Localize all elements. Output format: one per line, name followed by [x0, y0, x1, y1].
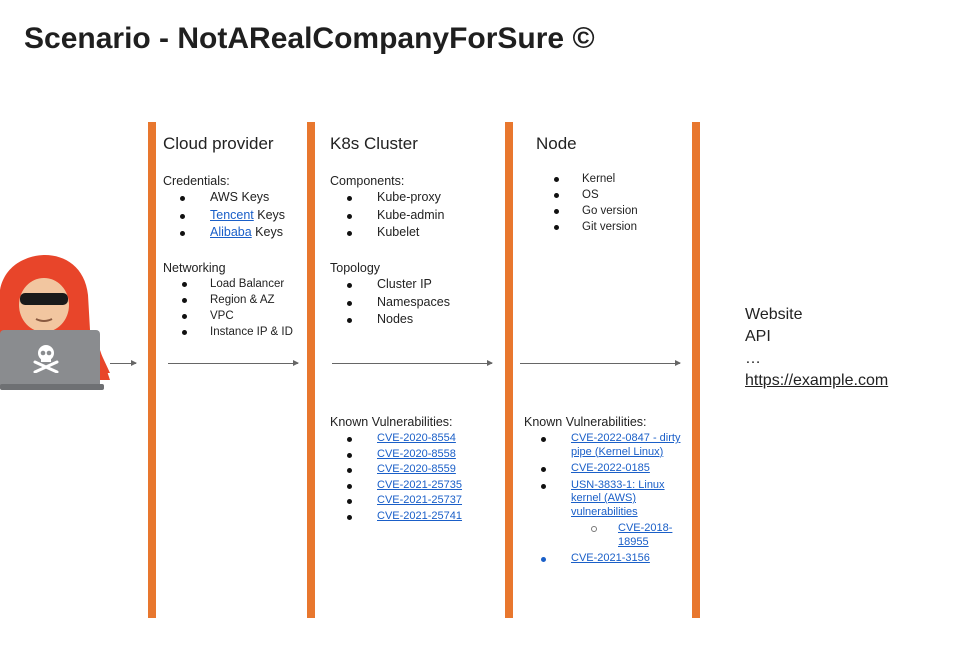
components-label: Components:: [330, 174, 405, 188]
cve-link[interactable]: CVE-2021-25741: [377, 509, 463, 522]
topology-label: Topology: [330, 261, 381, 275]
target-ellipsis: …: [745, 350, 761, 367]
divider-bar-4: [692, 122, 700, 618]
arrow-node-to-target: [520, 360, 681, 366]
list-item: CVE-2021-25735: [330, 478, 462, 494]
topology-list: Cluster IP Namespaces Nodes: [330, 276, 450, 329]
list-item: Alibaba Keys: [163, 224, 285, 242]
alibaba-link[interactable]: Alibaba: [210, 225, 252, 239]
k8s-cluster-title: K8s Cluster: [330, 134, 418, 153]
usn-link[interactable]: USN-3833-1: Linux kernel (AWS) vulnerabi…: [571, 478, 665, 518]
list-item: Go version: [552, 203, 638, 219]
node-vulns-list: CVE-2022-0847 - dirty pipe (Kernel Linux…: [524, 432, 690, 569]
cve-link[interactable]: CVE-2018-18955: [618, 522, 673, 548]
list-item: CVE-2020-8558: [330, 447, 462, 463]
tencent-link[interactable]: Tencent: [210, 207, 254, 222]
components-list: Kube-proxy Kube-admin Kubelet: [330, 189, 444, 242]
slide-title: Scenario - NotARealCompanyForSure ©: [24, 22, 595, 55]
cve-link[interactable]: CVE-2020-8558: [377, 447, 456, 460]
cve-link[interactable]: CVE-2021-25735: [377, 478, 463, 491]
node-title: Node: [536, 134, 577, 153]
list-item: CVE-2021-3156: [524, 552, 690, 566]
example-url-link[interactable]: https://example.com: [745, 372, 889, 389]
list-item: USN-3833-1: Linux kernel (AWS) vulnerabi…: [524, 479, 690, 520]
target-api: API: [745, 328, 771, 345]
cve-link[interactable]: CVE-2020-8559: [377, 463, 456, 475]
list-item: Region & AZ: [180, 292, 293, 308]
cve-link[interactable]: CVE-2020-8554: [377, 432, 456, 444]
list-item: CVE-2021-25737: [330, 493, 462, 509]
list-item: Nodes: [330, 311, 450, 329]
divider-bar-2: [307, 122, 315, 618]
list-item: CVE-2020-8559: [330, 462, 462, 478]
divider-bar-3: [505, 122, 513, 618]
cloud-provider-title: Cloud provider: [163, 134, 274, 153]
arrow-hacker-to-cloud: [110, 360, 137, 366]
arrow-k8s-to-node: [332, 360, 493, 366]
cve-link[interactable]: CVE-2022-0847 - dirty pipe (Kernel Linux…: [571, 432, 681, 458]
list-item: Kube-proxy: [330, 189, 444, 207]
node-vulns-label: Known Vulnerabilities:: [524, 415, 647, 429]
node-list: Kernel OS Go version Git version: [552, 171, 638, 235]
list-item: Git version: [552, 219, 638, 235]
target-website: Website: [745, 306, 803, 323]
credentials-list: AWS Keys Tencent Keys Alibaba Keys: [163, 189, 285, 242]
list-item: VPC: [180, 308, 293, 324]
list-item: AWS Keys: [163, 189, 285, 207]
list-item: Tencent Keys: [163, 207, 285, 225]
skull-crossbones-icon: [33, 345, 59, 373]
list-item: Namespaces: [330, 294, 450, 312]
list-item: CVE-2021-25741: [330, 509, 462, 525]
list-item: Kube-admin: [330, 207, 444, 225]
cve-link[interactable]: CVE-2022-0185: [571, 462, 650, 474]
networking-label: Networking: [163, 261, 226, 275]
cve-link[interactable]: CVE-2021-3156: [571, 552, 650, 564]
list-item: CVE-2020-8554: [330, 431, 462, 447]
credentials-label: Credentials:: [163, 174, 230, 188]
k8s-vulns-label: Known Vulnerabilities:: [330, 415, 453, 429]
arrow-cloud-to-k8s: [168, 360, 299, 366]
list-item: Instance IP & ID: [180, 324, 293, 340]
list-item: CVE-2022-0185: [524, 462, 690, 476]
list-item: CVE-2018-18955: [524, 522, 690, 549]
list-item: Load Balancer: [180, 276, 293, 292]
list-item: Kubelet: [330, 224, 444, 242]
cve-link[interactable]: CVE-2021-25737: [377, 494, 463, 506]
list-item: Kernel: [552, 171, 638, 187]
list-item: CVE-2022-0847 - dirty pipe (Kernel Linux…: [524, 432, 690, 459]
list-item: OS: [552, 187, 638, 203]
k8s-vulns-list: CVE-2020-8554 CVE-2020-8558 CVE-2020-855…: [330, 431, 462, 524]
networking-list: Load Balancer Region & AZ VPC Instance I…: [180, 276, 293, 340]
list-item: Cluster IP: [330, 276, 450, 294]
divider-bar-1: [148, 122, 156, 618]
